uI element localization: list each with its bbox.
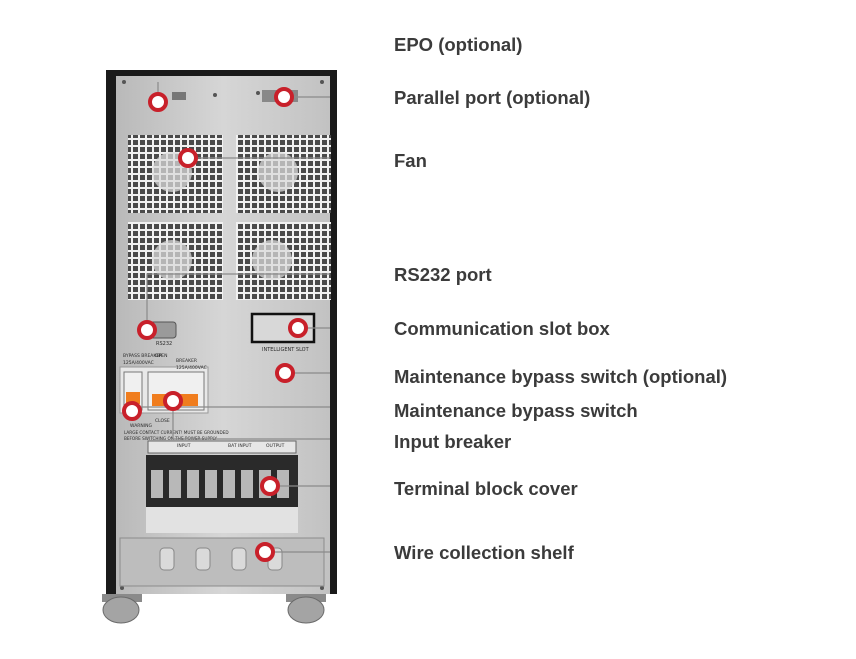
leader-rs232 <box>146 273 330 328</box>
top-screws <box>120 80 324 590</box>
warning-line2-silk: BEFORE SWITCHING ON THE POWER SUPPLY <box>124 436 217 441</box>
fan-grill-top-left <box>128 135 223 213</box>
terminal-input-silk: INPUT <box>177 443 191 449</box>
rs232-silk: RS232 <box>156 341 172 347</box>
shelf-slots <box>159 547 283 571</box>
right-caster <box>286 594 326 624</box>
breaker-rating-silk: 125A/400VAC <box>176 365 207 371</box>
label-maintenance-bypass-optional: Maintenance bypass switch (optional) <box>394 366 728 387</box>
marker-rs232 <box>137 320 157 340</box>
wire-shelf <box>119 537 325 587</box>
terminal-label-strip <box>147 440 297 454</box>
marker-epo <box>148 92 168 112</box>
label-communication-slot-box: Communication slot box <box>394 318 610 339</box>
breaker-silk: BREAKER <box>176 358 197 364</box>
marker-mbs-opt <box>275 363 295 383</box>
marker-comm <box>288 318 308 338</box>
marker-input <box>163 391 183 411</box>
bypass-rating-silk: 125A/400VAC <box>123 360 154 366</box>
marker-mbs <box>122 401 142 421</box>
fan-grill-bottom-right <box>236 222 331 300</box>
fan-grill-bottom-left <box>128 222 223 300</box>
leader-input <box>172 401 330 440</box>
label-wire-collection-shelf: Wire collection shelf <box>394 542 574 563</box>
label-input-breaker: Input breaker <box>394 431 512 452</box>
label-maintenance-bypass-switch: Maintenance bypass switch <box>394 400 638 421</box>
close-silk: CLOSE <box>155 418 170 424</box>
terminal-screws <box>151 470 289 498</box>
label-fan: Fan <box>394 150 427 171</box>
left-caster <box>102 594 142 624</box>
terminal-recess <box>146 507 298 533</box>
marker-wire <box>255 542 275 562</box>
marker-terminal <box>260 476 280 496</box>
fan-grill-top-right <box>236 135 331 213</box>
warning-line1-silk: LARGE CONTACT CURRENT! MUST BE GROUNDED <box>124 430 229 435</box>
terminal-bat-silk: BAT INPUT <box>228 443 252 449</box>
intelligent-slot-silk: INTELLIGENT SLOT <box>262 347 310 353</box>
marker-fan <box>178 148 198 168</box>
label-terminal-block-cover: Terminal block cover <box>394 478 578 499</box>
label-rs232-port: RS232 port <box>394 264 492 285</box>
label-epo: EPO (optional) <box>394 34 523 55</box>
warning-title-silk: WARNING <box>130 423 152 429</box>
terminal-output-silk: OUTPUT <box>266 443 285 449</box>
label-parallel-port: Parallel port (optional) <box>394 87 591 108</box>
epo-connector <box>172 92 186 100</box>
open-silk: OPEN <box>155 353 167 359</box>
marker-parallel <box>274 87 294 107</box>
bypass-breaker-silk: BYPASS BREAKER <box>123 353 162 359</box>
callout-markers <box>122 87 308 562</box>
bypass-breaker-handle <box>126 392 140 404</box>
